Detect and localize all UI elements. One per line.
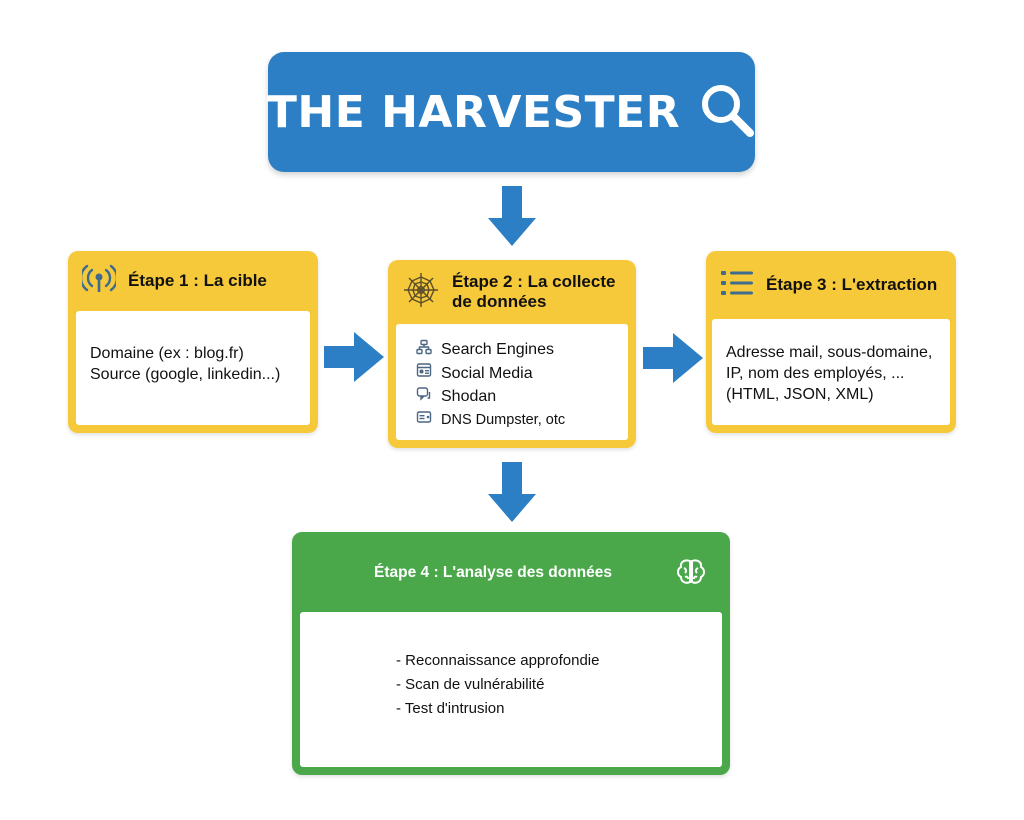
step3-title: Étape 3 : L'extraction xyxy=(766,275,938,294)
step2-header: Étape 2 : La collecte de données xyxy=(388,260,636,324)
step2-title-line1: Étape 2 : La collecte xyxy=(452,272,616,291)
step1-line-domain: Domaine (ex : blog.fr) xyxy=(90,345,244,362)
source-label: Search Engines xyxy=(441,341,554,359)
network-icon xyxy=(416,339,432,361)
step3-body: Adresse mail, sous-domaine, IP, nom des … xyxy=(712,319,950,425)
step3-header: Étape 3 : L'extraction xyxy=(706,251,956,319)
step3-card: Étape 3 : L'extraction Adresse mail, sou… xyxy=(706,251,956,433)
step4-header: Étape 4 : L'analyse des données xyxy=(292,532,730,612)
source-list: Search Engines xyxy=(416,338,628,432)
step2-title-line2: de données xyxy=(452,292,547,311)
brain-icon xyxy=(676,558,706,592)
chat-icon xyxy=(416,386,432,408)
source-item-social-media: Social Media xyxy=(416,362,628,386)
step2-body: Search Engines xyxy=(396,324,628,440)
social-media-icon xyxy=(416,362,432,384)
step1-title: Étape 1 : La cible xyxy=(128,271,267,290)
step4-body: - Reconnaissance approfondie - Scan de v… xyxy=(300,612,722,767)
step3-line-3: (HTML, JSON, XML) xyxy=(726,386,874,403)
analysis-item-intrusion-test: - Test d'intrusion xyxy=(396,700,505,717)
source-item-dns-dumpster: DNS Dumpster, otc xyxy=(416,409,628,433)
analysis-item-vulnerability-scan: - Scan de vulnérabilité xyxy=(396,676,545,693)
step2-title: Étape 2 : La collecte de données xyxy=(452,272,615,312)
step4-title: Étape 4 : L'analyse des données xyxy=(374,564,612,581)
magnifier-icon xyxy=(698,81,756,144)
analysis-item-reconnaissance: - Reconnaissance approfondie xyxy=(396,652,600,669)
title-banner: THE HARVESTER xyxy=(266,52,756,172)
arrow-title-to-step2 xyxy=(488,186,536,246)
arrow-step2-to-step4 xyxy=(488,462,536,522)
step1-line-source: Source (google, linkedin...) xyxy=(90,366,281,383)
step1-body: Domaine (ex : blog.fr) Source (google, l… xyxy=(76,311,310,425)
antenna-icon xyxy=(79,264,119,299)
step1-card: Étape 1 : La cible Domaine (ex : blog.fr… xyxy=(68,251,318,433)
source-item-search-engines: Search Engines xyxy=(416,338,628,362)
step3-line-1: Adresse mail, sous-domaine, xyxy=(726,344,933,361)
list-icon xyxy=(720,269,754,302)
step1-header: Étape 1 : La cible xyxy=(68,251,318,311)
source-label: DNS Dumpster, otc xyxy=(441,411,566,428)
arrow-step2-to-step3 xyxy=(643,333,703,383)
arrow-step1-to-step2 xyxy=(324,332,384,382)
source-label: Shodan xyxy=(441,388,497,406)
analysis-list: - Reconnaissance approfondie - Scan de v… xyxy=(396,649,722,721)
diagram-title: THE HARVESTER xyxy=(266,86,681,138)
step2-card: Étape 2 : La collecte de données xyxy=(388,260,636,448)
step4-card: Étape 4 : L'analyse des données - Reconn… xyxy=(292,532,730,775)
spider-web-icon xyxy=(402,271,440,314)
source-label: Social Media xyxy=(441,364,533,382)
source-item-shodan: Shodan xyxy=(416,385,628,409)
server-icon xyxy=(416,409,432,432)
step3-line-2: IP, nom des employés, ... xyxy=(726,365,905,382)
